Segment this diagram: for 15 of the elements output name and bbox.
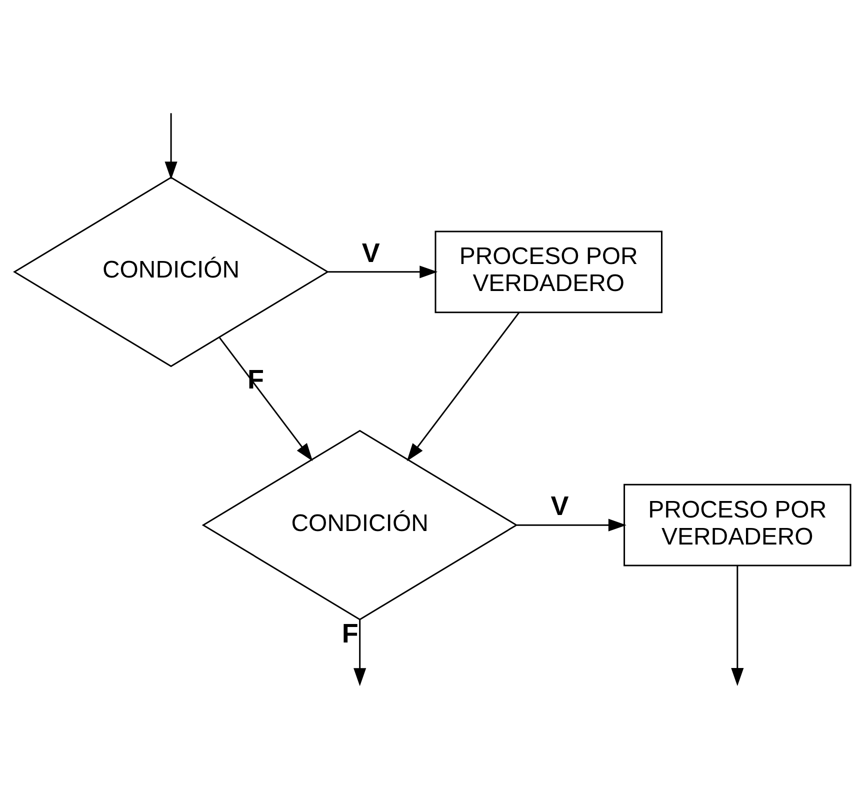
edge-label: F xyxy=(248,364,264,394)
edge-label: V xyxy=(362,238,380,268)
arrow xyxy=(164,112,178,180)
arrow xyxy=(354,619,366,686)
node-box: PROCESO POR VERDADERO xyxy=(434,230,662,313)
arrow xyxy=(516,518,626,531)
node-box: PROCESO POR VERDADERO xyxy=(624,483,852,566)
edge-label: F xyxy=(342,618,358,648)
arrow xyxy=(406,312,520,461)
edge-label: V xyxy=(550,490,569,521)
node-diamond: CONDICIÓN xyxy=(13,176,330,367)
arrow xyxy=(328,265,438,278)
arrow xyxy=(219,336,313,461)
node-diamond: CONDICIÓN xyxy=(202,429,518,620)
arrow xyxy=(731,565,744,686)
